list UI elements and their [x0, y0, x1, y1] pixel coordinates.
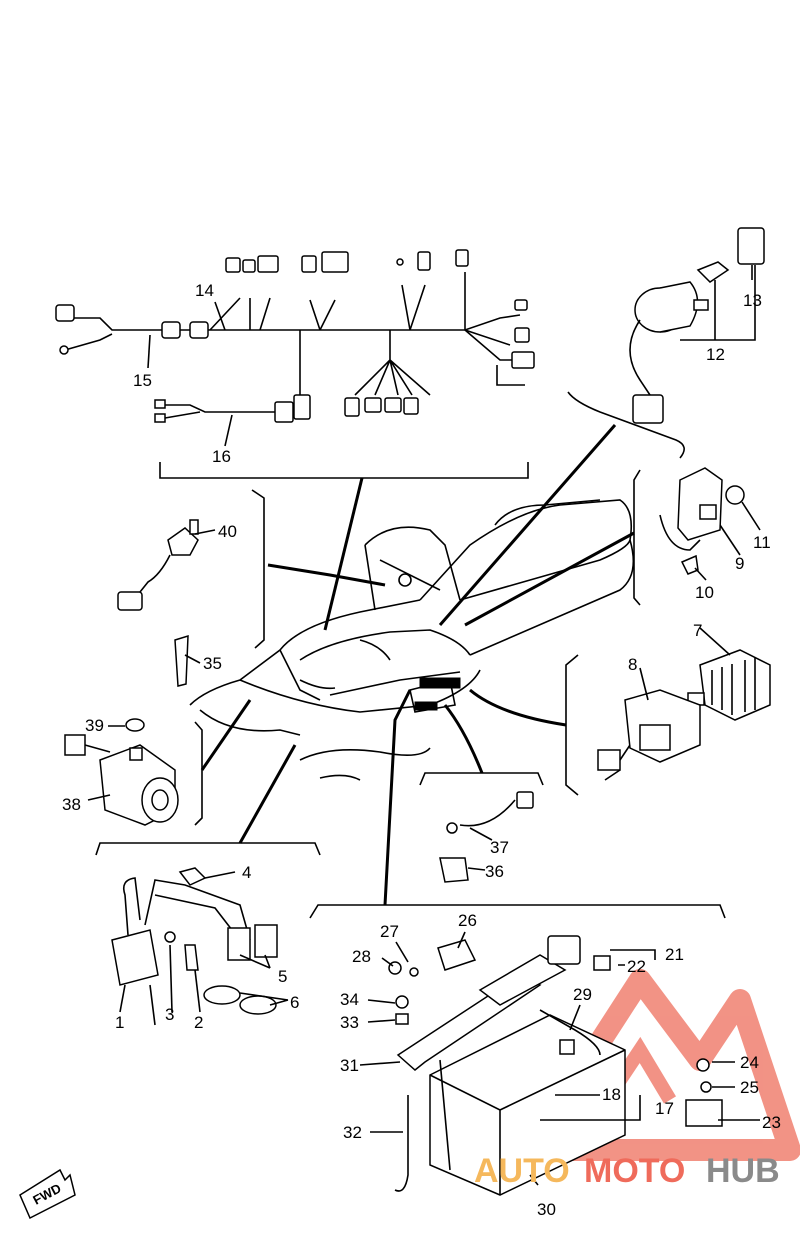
fwd-arrow: FWD — [19, 1168, 76, 1220]
callout-18: 18 — [602, 1085, 621, 1104]
callout-14: 14 — [195, 281, 214, 300]
callout-38: 38 — [62, 795, 81, 814]
ignition-coil — [111, 867, 278, 1026]
starter — [64, 718, 179, 826]
band — [174, 634, 189, 687]
callout-4: 4 — [242, 863, 251, 882]
callout-1: 1 — [115, 1013, 124, 1032]
pointer-lines — [200, 424, 635, 906]
main-switch — [629, 227, 765, 424]
callout-35: 35 — [203, 654, 222, 673]
callout-36: 36 — [485, 862, 504, 881]
callout-25: 25 — [740, 1078, 759, 1097]
callout-15: 15 — [133, 371, 152, 390]
rectifier-regulator — [597, 649, 771, 781]
watermark-text: AUTO MOTO HUB — [474, 1152, 780, 1190]
watermark-hub: HUB — [706, 1152, 780, 1190]
cdi-unit — [659, 467, 745, 575]
callout-30: 30 — [537, 1200, 556, 1219]
callout-17: 17 — [655, 1099, 674, 1118]
callout-10: 10 — [695, 583, 714, 602]
callout-26: 26 — [458, 911, 477, 930]
callout-11: 11 — [753, 533, 771, 552]
watermark-moto: MOTO — [584, 1152, 685, 1190]
leader-lines — [87, 265, 761, 1186]
callout-33: 33 — [340, 1013, 359, 1032]
callout-2: 2 — [194, 1013, 203, 1032]
callout-37: 37 — [490, 838, 509, 857]
wire-harness — [55, 249, 535, 423]
callout-29: 29 — [573, 985, 592, 1004]
callout-24: 24 — [740, 1053, 759, 1072]
callout-28: 28 — [352, 947, 371, 966]
snowmobile — [189, 499, 635, 781]
callout-40: 40 — [218, 522, 237, 541]
sensor-lead — [439, 791, 534, 883]
watermark-auto: AUTO — [474, 1152, 570, 1190]
callout-39: 39 — [85, 716, 104, 735]
callout-31: 31 — [340, 1056, 359, 1075]
callout-7: 7 — [693, 621, 702, 640]
callout-32: 32 — [343, 1123, 362, 1142]
callout-34: 34 — [340, 990, 359, 1009]
callout-13: 13 — [743, 291, 762, 310]
callout-12: 12 — [706, 345, 725, 364]
callout-21: 21 — [665, 945, 684, 964]
kill-switch — [117, 519, 199, 611]
callout-5: 5 — [278, 967, 287, 986]
callout-3: 3 — [165, 1005, 174, 1024]
callout-9: 9 — [735, 554, 744, 573]
callout-23: 23 — [762, 1113, 781, 1132]
callout-22: 22 — [627, 957, 646, 976]
callout-16: 16 — [212, 447, 231, 466]
battery-section — [388, 935, 723, 1196]
callout-8: 8 — [628, 655, 637, 674]
callout-6: 6 — [290, 993, 299, 1012]
callout-27: 27 — [380, 922, 399, 941]
callout-labels: 1 2 3 4 5 6 7 8 9 10 11 12 13 14 15 16 1… — [62, 281, 781, 1219]
battery-compartment-mark — [414, 677, 461, 711]
